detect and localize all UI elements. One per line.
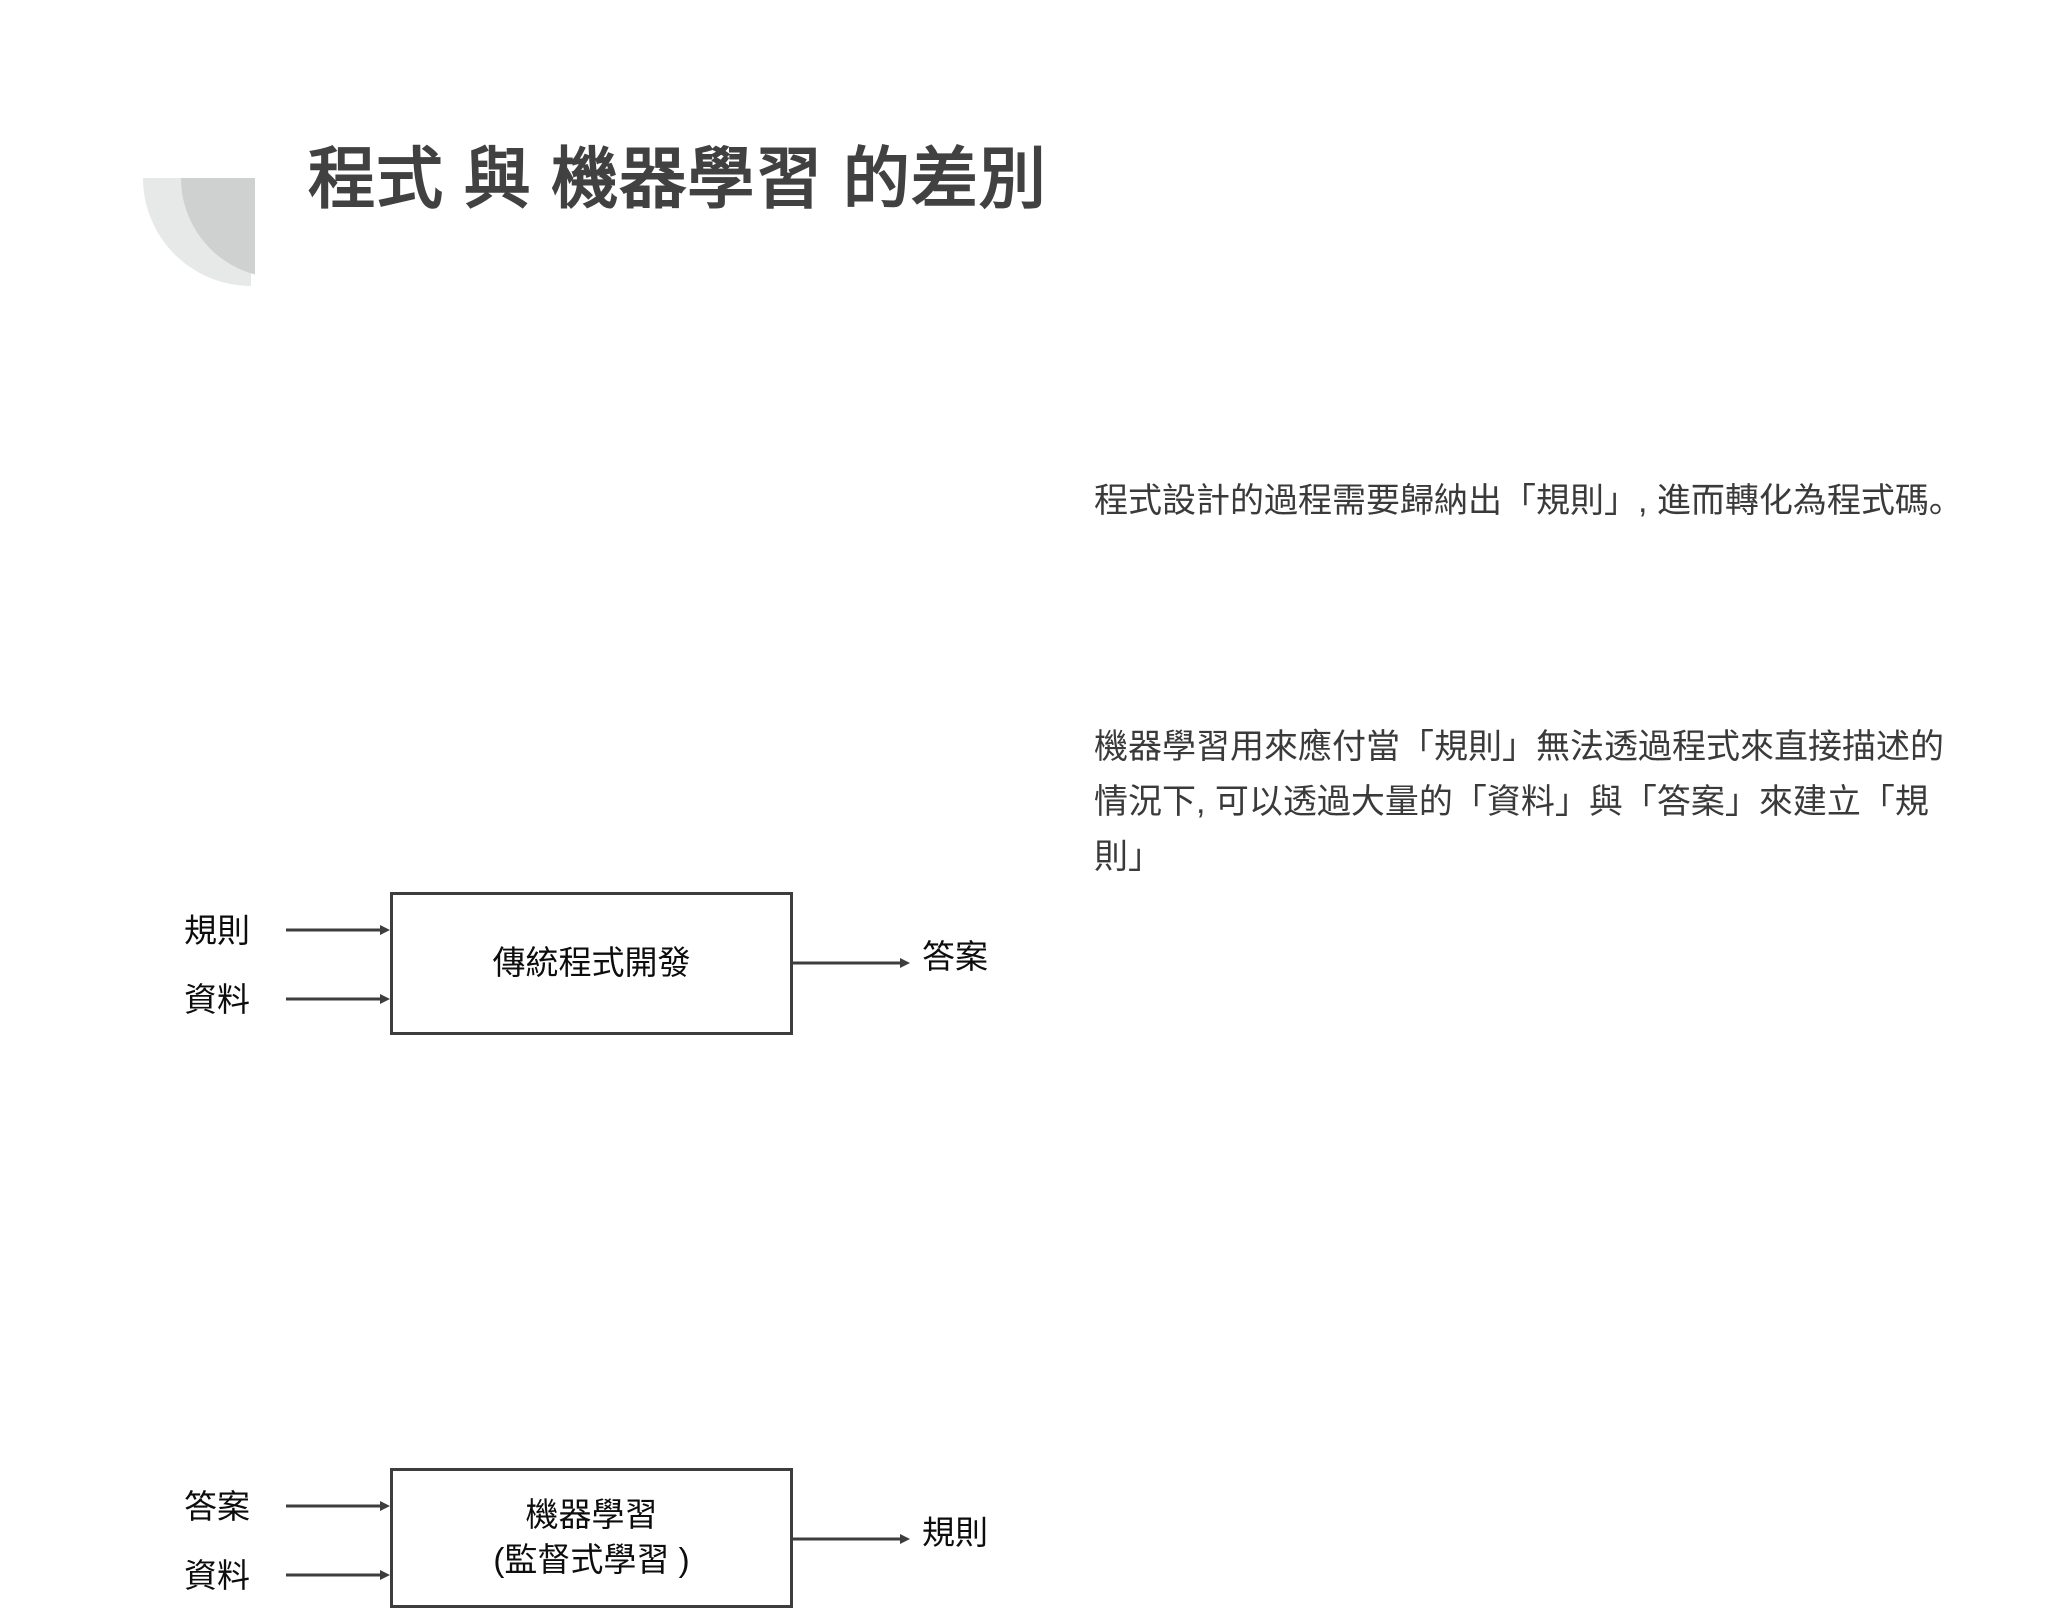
arrow-output-answer bbox=[792, 958, 910, 968]
diagram-machine-learning: 答案 資料 機器學習 (監督式學習 ) 規則 bbox=[0, 728, 1050, 1608]
output-label-answer: 答案 bbox=[922, 938, 988, 975]
input-label-data: 資料 bbox=[184, 1557, 250, 1594]
arrow-input-data bbox=[286, 994, 390, 1004]
process-box-label: 機器學習 (監督式學習 ) bbox=[493, 1496, 690, 1578]
decorative-quarter-shape-back bbox=[143, 178, 251, 286]
arrow-input-rules bbox=[286, 925, 390, 935]
input-label-rules: 規則 bbox=[184, 912, 250, 949]
output-label-rules: 規則 bbox=[922, 1514, 988, 1551]
page-title: 程式 與 機器學習 的差別 bbox=[308, 142, 1047, 217]
input-label-data: 資料 bbox=[184, 981, 250, 1018]
decorative-corner-graphic bbox=[143, 178, 255, 288]
decorative-quarter-shape-front bbox=[181, 178, 255, 278]
description-traditional-programming: 程式設計的過程需要歸納出「規則」, 進而轉化為程式碼。 bbox=[1094, 482, 1963, 520]
process-box-machine-learning: 機器學習 (監督式學習 ) bbox=[390, 1468, 793, 1608]
process-box-label: 傳統程式開發 bbox=[492, 944, 691, 982]
process-box-traditional-programming: 傳統程式開發 bbox=[390, 892, 793, 1035]
arrow-input-answer bbox=[286, 1501, 390, 1511]
arrow-input-data bbox=[286, 1570, 390, 1580]
diagram-traditional-programming: 規則 資料 傳統程式開發 答案 bbox=[0, 440, 1050, 1035]
input-label-answer: 答案 bbox=[184, 1488, 250, 1525]
description-machine-learning: 機器學習用來應付當「規則」無法透過程式來直接描述的情況下, 可以透過大量的「資料… bbox=[1094, 728, 1944, 877]
arrow-output-rules bbox=[792, 1534, 910, 1544]
